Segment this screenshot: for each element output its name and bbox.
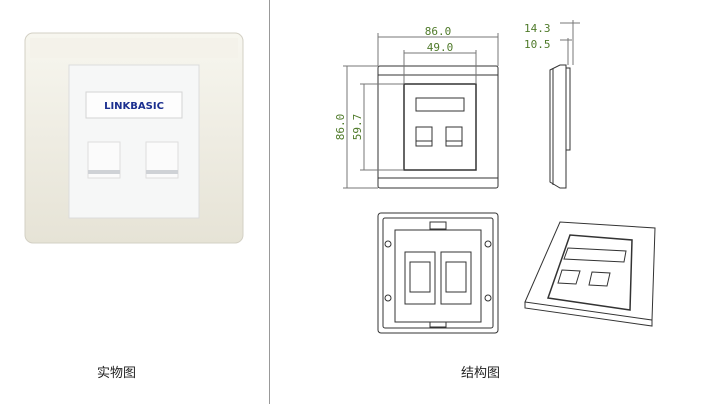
wall-plate-photo: LINKBASIC xyxy=(24,32,244,244)
photo-caption: 实物图 xyxy=(97,366,137,381)
dim-height-module: 59.7 xyxy=(351,114,364,141)
dim-depth-total: 14.3 xyxy=(524,22,551,35)
brand-logo: LINKBASIC xyxy=(104,101,164,112)
dim-height-outer: 86.0 xyxy=(334,114,347,141)
drawing-caption: 结构图 xyxy=(461,366,501,381)
dim-width-outer: 86.0 xyxy=(425,25,452,38)
perspective-view xyxy=(524,221,656,327)
front-view: 86.0 49.0 86.0 59.7 xyxy=(334,25,499,189)
dim-width-module: 49.0 xyxy=(427,41,454,54)
divider xyxy=(269,0,270,404)
back-view xyxy=(377,212,499,334)
side-view: 14.3 10.5 xyxy=(524,20,580,189)
dim-depth-base: 10.5 xyxy=(524,38,551,51)
structure-drawing: 86.0 49.0 86.0 59.7 14.3 10.5 xyxy=(334,20,656,334)
